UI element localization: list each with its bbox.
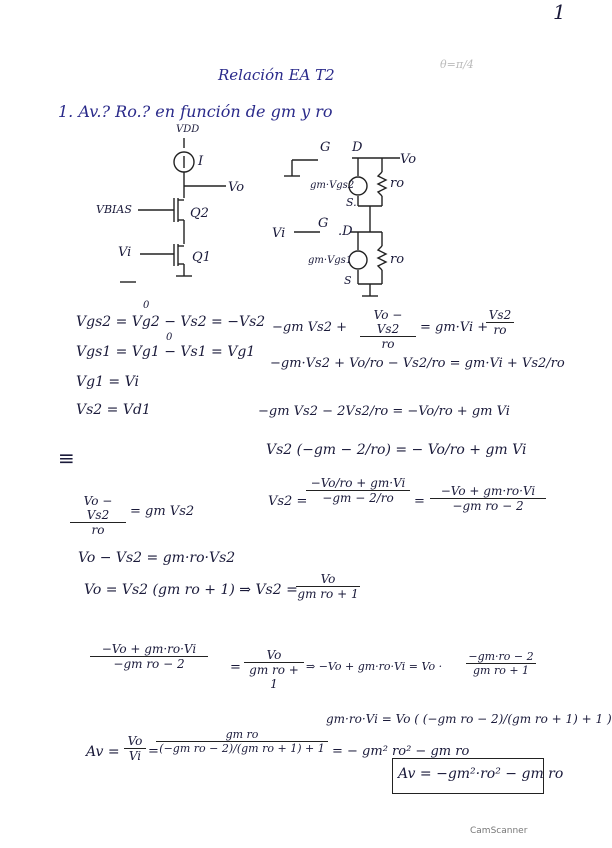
vs2-solve-label: Vs2 = xyxy=(268,494,308,509)
source-label-top: S. xyxy=(346,196,357,209)
source-label-bottom: S xyxy=(344,274,352,287)
av-big-frac: gm ro(−gm ro − 2)/(gm ro + 1) + 1 xyxy=(156,728,328,755)
equation-vg1: Vg1 = Vi xyxy=(76,374,139,390)
mid-eq3: Vo = Vs2 (gm ro + 1) ⇒ Vs2 = xyxy=(84,582,298,598)
bottom-eq1-eq: = xyxy=(230,660,241,675)
vs2-solve-frac2: −Vo + gm·ro·Vi−gm ro − 2 xyxy=(430,484,546,513)
boxed-result xyxy=(392,758,544,794)
mid-eq2: Vo − Vs2 = gm·ro·Vs2 xyxy=(78,550,236,566)
crossed-mark: ≡ xyxy=(58,446,75,470)
bottom-eq1-frac: −Vo + gm·ro·Vi−gm ro − 2 xyxy=(90,642,208,671)
kcl-eq2: −gm·Vs2 + Vo/ro − Vs2/ro = gm·Vi + Vs2/r… xyxy=(270,356,565,371)
kcl-eq1-a: −gm Vs2 + xyxy=(272,320,348,335)
equation-vgs1: Vgs1 = Vg1 − Vs1 = Vg1 xyxy=(76,344,256,360)
kcl-eq4: Vs2 (−gm − 2/ro) = − Vo/ro + gm Vi xyxy=(266,442,527,458)
bottom-eq1-rhs: ⇒ −Vo + gm·ro·Vi = Vo · xyxy=(306,660,443,673)
mid-eq1-rhs: = gm Vs2 xyxy=(130,504,195,519)
zero-mark: 0 xyxy=(143,300,150,311)
vs2-solve-eq: = xyxy=(414,494,425,509)
gate-label-bottom: G xyxy=(318,216,329,231)
dependent-source-icon xyxy=(348,176,368,196)
av-final-expression: = − gm² ro² − gm ro xyxy=(332,744,470,759)
vout-label: Vo xyxy=(228,180,245,195)
vs2-solve-frac: −Vo/ro + gm·Vi−gm − 2/ro xyxy=(306,476,410,505)
vbias-label: VBIAS xyxy=(96,203,132,216)
vin-label: Vi xyxy=(118,245,132,260)
circuit-drawings xyxy=(120,138,400,297)
kcl-eq3: −gm Vs2 − 2Vs2/ro = −Vo/ro + gm Vi xyxy=(258,404,510,419)
page-title: Relación EA T2 xyxy=(218,66,335,84)
watermark: CamScanner xyxy=(470,826,528,836)
question-text: 1. Av.? Ro.? en función de gm y ro xyxy=(58,102,333,121)
q2-label: Q2 xyxy=(190,206,209,221)
ro-label-bottom: ro xyxy=(390,252,405,267)
drain-label-bottom: .D xyxy=(338,224,353,239)
gm-source-label-top: gm·Vgs2 xyxy=(310,180,355,191)
av-eq: = xyxy=(148,744,159,759)
equation-vs2: Vs2 = Vd1 xyxy=(76,402,151,418)
q1-label: Q1 xyxy=(192,250,211,265)
boxed-result-text: Av = −gm²·ro² − gm ro xyxy=(398,766,564,782)
gm-source-label-bottom: gm·Vgs1 xyxy=(308,255,353,266)
vi-label: Vi xyxy=(272,226,286,241)
gate-label-top: G xyxy=(320,140,331,155)
ro-label-top: ro xyxy=(390,176,405,191)
av-label: Av = xyxy=(86,744,120,760)
current-source-label: I xyxy=(198,154,204,169)
kcl-eq1-b: = gm·Vi + xyxy=(420,320,489,335)
equation-vgs2: Vgs2 = Vg2 − Vs2 = −Vs2 xyxy=(76,314,266,330)
bottom-eq2: gm·ro·Vi = Vo ( (−gm ro − 2)/(gm ro + 1)… xyxy=(326,712,612,726)
zero-mark-2: 0 xyxy=(166,332,173,343)
drain-label-top: D xyxy=(352,140,363,155)
margin-scribble: θ=π/4 xyxy=(440,58,474,71)
page-number: 1 xyxy=(553,0,566,24)
vo-label: Vo xyxy=(400,152,417,167)
vdd-label: VDD xyxy=(176,124,200,135)
